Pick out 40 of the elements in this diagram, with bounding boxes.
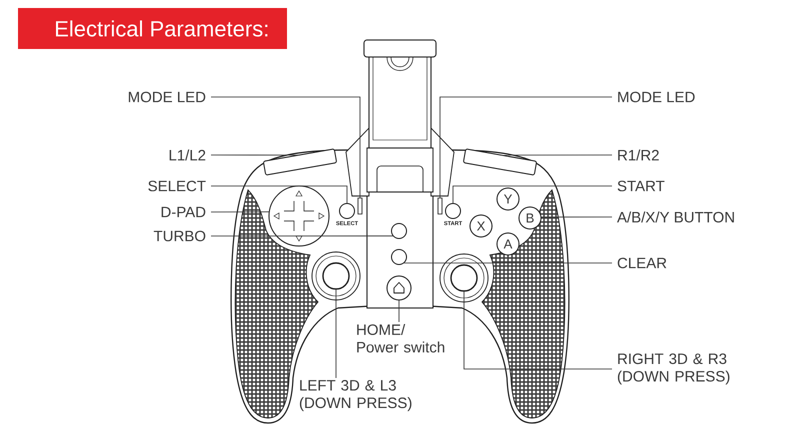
part-label: RIGHT 3D & R3 (DOWN PRESS) (618, 353, 730, 385)
part-label: CLEAR (618, 258, 666, 268)
turbo-button (391, 223, 407, 239)
button-letter: A (504, 240, 512, 248)
part-label: HOME/ Power switch (357, 324, 444, 353)
leader-line (500, 154, 612, 156)
leader-line (398, 300, 400, 322)
button-letter: X (476, 222, 486, 230)
part-label: TURBO (154, 230, 206, 242)
leader-line (464, 290, 612, 370)
leader-line (540, 216, 612, 218)
select-button (339, 203, 355, 219)
led-light (358, 198, 362, 214)
leader-line (440, 96, 612, 198)
part-label: START (618, 180, 664, 192)
thumbstick (312, 252, 360, 300)
start-button (445, 203, 461, 219)
part-label: D-PAD (162, 206, 206, 218)
part-label: MODE LED (128, 92, 206, 102)
button-letter: Y (504, 194, 512, 204)
part-label: L1/L2 (170, 150, 206, 160)
shoulder-button (463, 148, 537, 176)
part-label: SELECT (148, 180, 206, 192)
leader-line (210, 211, 270, 212)
d-pad (268, 186, 330, 246)
shoulder-button (263, 148, 337, 176)
part-label: R1/R2 (618, 150, 659, 160)
leader-line (210, 96, 360, 198)
leader-line (452, 186, 612, 204)
leader-line (403, 262, 612, 264)
leader-line (210, 154, 300, 156)
led-light (438, 198, 442, 214)
part-label: A/B/X/Y BUTTON (617, 212, 734, 222)
button-letter: B (526, 214, 534, 222)
title-banner: Electrical Parameters: (18, 8, 287, 49)
thumbstick (440, 254, 488, 302)
part-label: LEFT 3D & L3 (DOWN PRESS) (300, 380, 412, 412)
clear-button (391, 249, 407, 265)
leader-line (210, 186, 348, 204)
part-label: MODE LED (618, 92, 695, 102)
